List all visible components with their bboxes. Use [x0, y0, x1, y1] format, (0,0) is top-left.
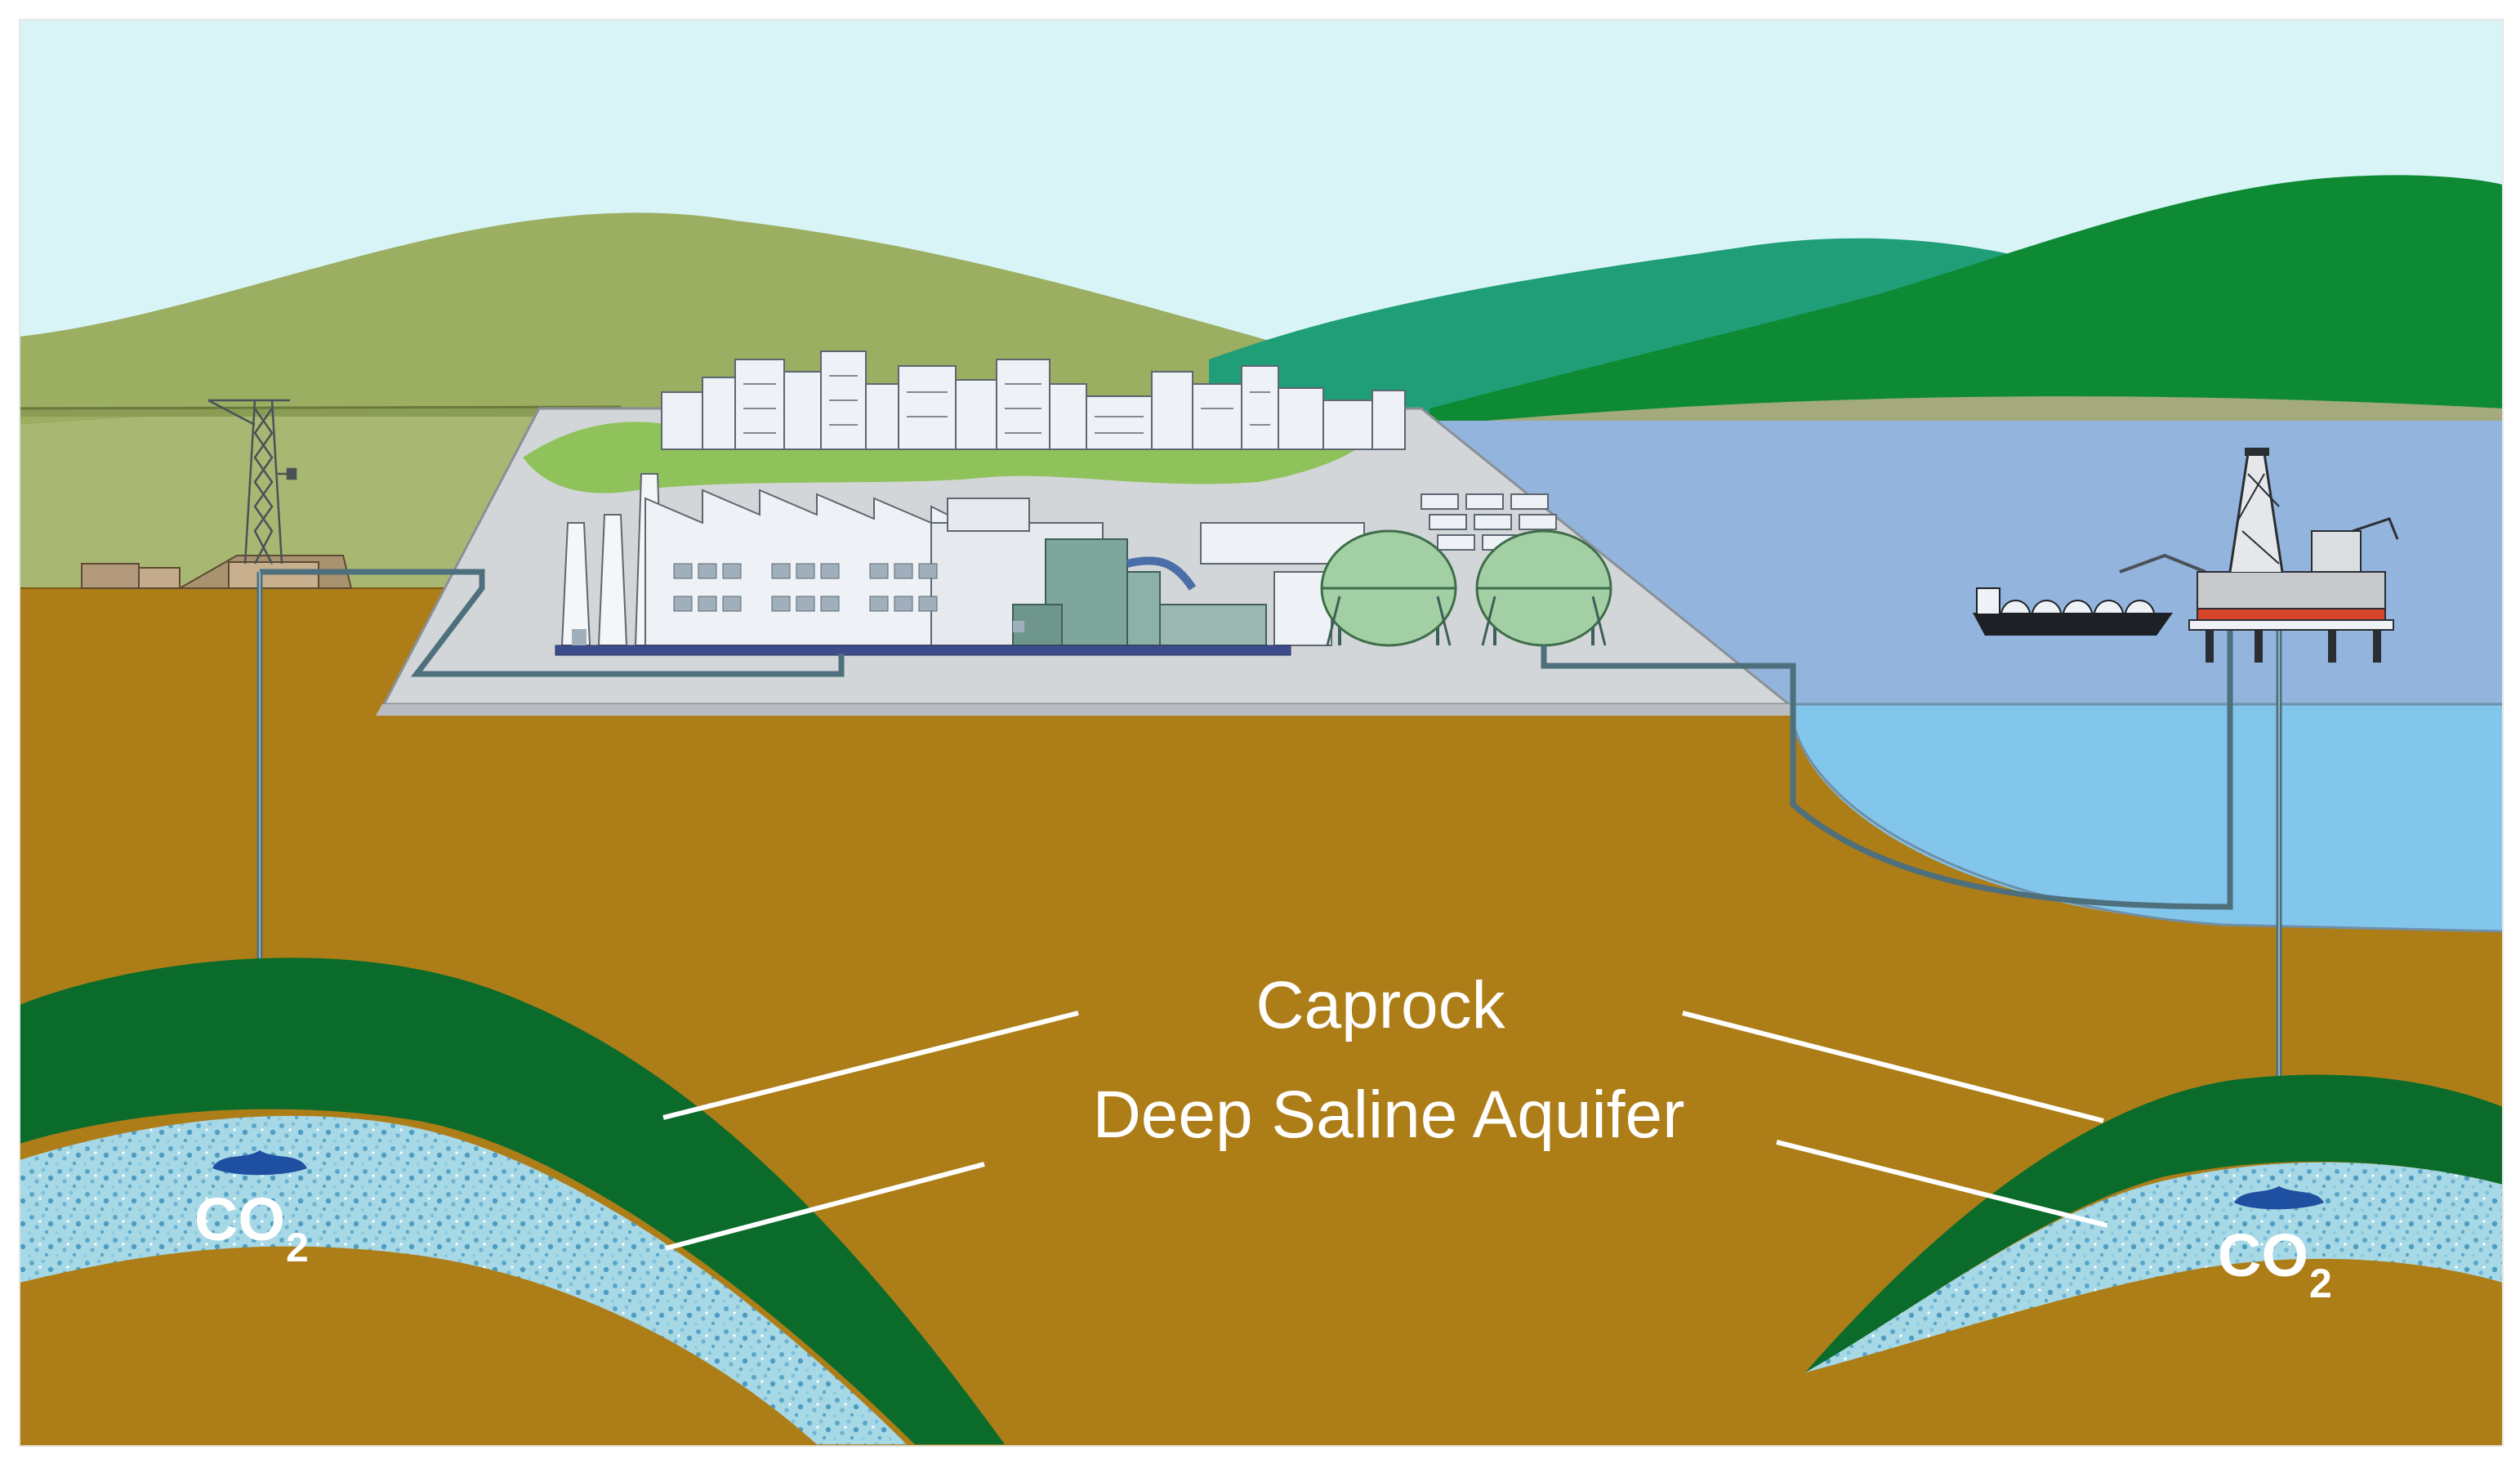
co2-subscript: 2 — [286, 1225, 309, 1270]
co2-label-right: CO 2 — [2218, 1221, 2332, 1306]
co2-text: CO — [2218, 1221, 2308, 1289]
caprock-right — [1805, 1074, 2503, 1372]
left-road — [20, 407, 640, 417]
storage-tank-icon — [1320, 529, 1457, 647]
co2-plume-right — [2234, 1186, 2324, 1210]
aquifer-right — [1805, 1162, 2503, 1372]
co2-subscript: 2 — [2309, 1261, 2332, 1306]
city-skyline-icon — [661, 350, 1406, 450]
caprock-label: Caprock — [1256, 968, 1505, 1042]
onshore-facility — [81, 555, 353, 589]
tanker-ship-icon — [1973, 587, 2173, 636]
injection-tower-icon — [207, 399, 297, 565]
aquifer-left — [20, 1115, 907, 1444]
frame-border — [19, 19, 2504, 1447]
hill-green — [1429, 175, 2503, 458]
co2-text: CO — [194, 1185, 285, 1253]
storage-tank-icon — [1475, 529, 1612, 647]
label-leader-lines — [662, 1011, 2108, 1251]
co2-label-left: CO 2 — [194, 1185, 309, 1270]
offshore-rig-icon — [2119, 448, 2399, 663]
co2-plume-left — [212, 1150, 307, 1176]
aquifer-label: Deep Saline Aquifer — [1093, 1078, 1685, 1152]
caprock-left — [20, 957, 1005, 1444]
power-plant-icon — [555, 473, 1365, 656]
